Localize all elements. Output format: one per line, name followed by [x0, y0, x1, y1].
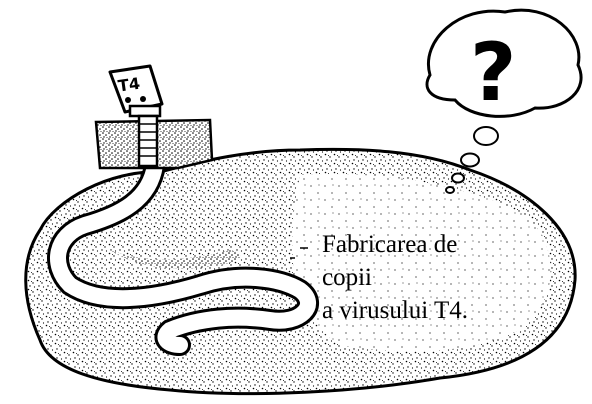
- caption-line-2: copii: [322, 261, 468, 294]
- t4-label: T4: [117, 74, 141, 96]
- bacterium-body: [26, 149, 575, 393]
- caption-line-3: a virusului T4.: [322, 294, 468, 327]
- t4-phage: T4: [96, 66, 212, 168]
- caption: Fabricarea de copii a virusului T4.: [322, 228, 468, 327]
- caption-line-1: Fabricarea de: [322, 228, 468, 261]
- question-mark-icon: ?: [470, 26, 516, 119]
